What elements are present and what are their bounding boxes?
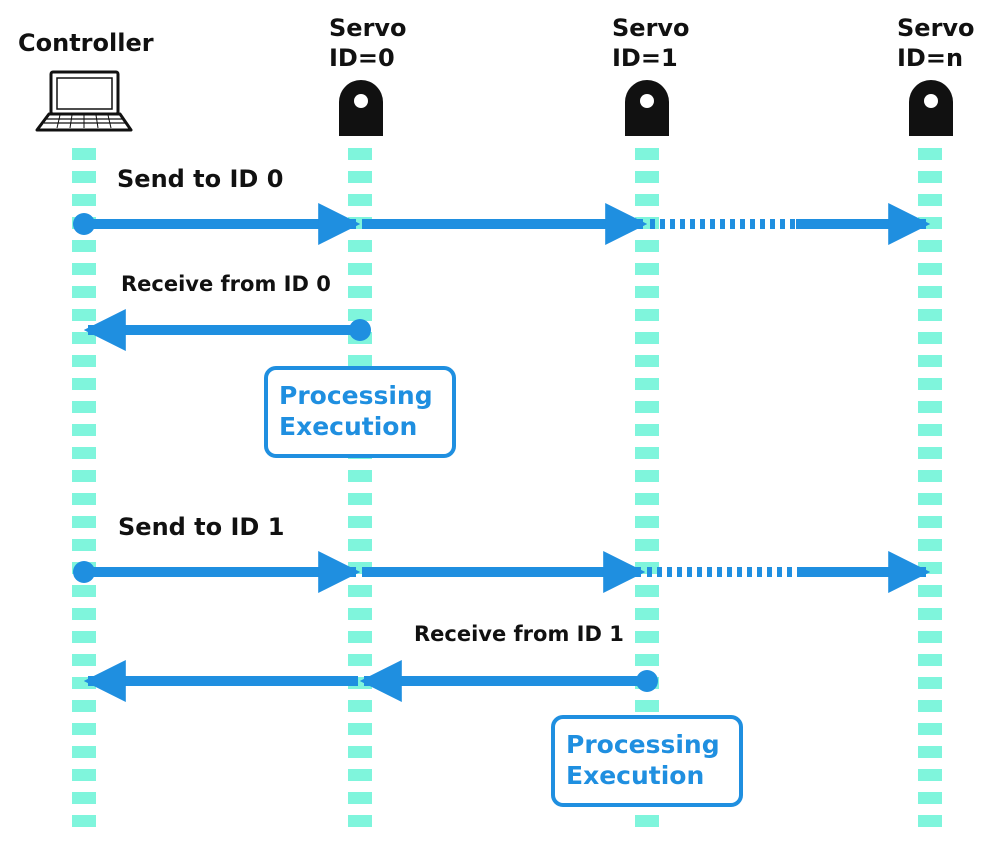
participant-label-line2: ID=n [897, 44, 964, 72]
message-label-receive-id-1: Receive from ID 1 [414, 622, 624, 646]
processing-box-servo-1: Processing Execution [551, 715, 743, 807]
message-arrow-receive-id-1 [83, 660, 658, 702]
participant-label-controller: Controller [18, 29, 154, 57]
processing-box-line1: Processing [566, 730, 720, 759]
laptop-icon [35, 70, 133, 132]
processing-box-line2: Execution [279, 412, 418, 441]
participant-label-line1: Servo [329, 14, 407, 42]
message-label-send-id-1: Send to ID 1 [118, 513, 285, 541]
servo-icon [339, 80, 383, 136]
participant-label-servo-0: Servo ID=0 [329, 13, 407, 73]
processing-box-line1: Processing [279, 381, 433, 410]
servo-icon [909, 80, 953, 136]
participant-label-line2: ID=0 [329, 44, 395, 72]
participant-label-servo-1: Servo ID=1 [612, 13, 690, 73]
participant-label-line1: Servo [897, 14, 975, 42]
message-arrow-send-id-0 [73, 203, 931, 245]
servo-icon [625, 80, 669, 136]
message-arrow-send-id-1 [73, 551, 931, 593]
message-label-receive-id-0: Receive from ID 0 [121, 272, 331, 296]
participant-label-servo-n: Servo ID=n [897, 13, 975, 73]
message-label-send-id-0: Send to ID 0 [117, 165, 284, 193]
participant-label-line1: Servo [612, 14, 690, 42]
processing-box-line2: Execution [566, 761, 705, 790]
participant-label-line2: ID=1 [612, 44, 678, 72]
message-arrow-receive-id-0 [83, 309, 371, 351]
processing-box-servo-0: Processing Execution [264, 366, 456, 458]
